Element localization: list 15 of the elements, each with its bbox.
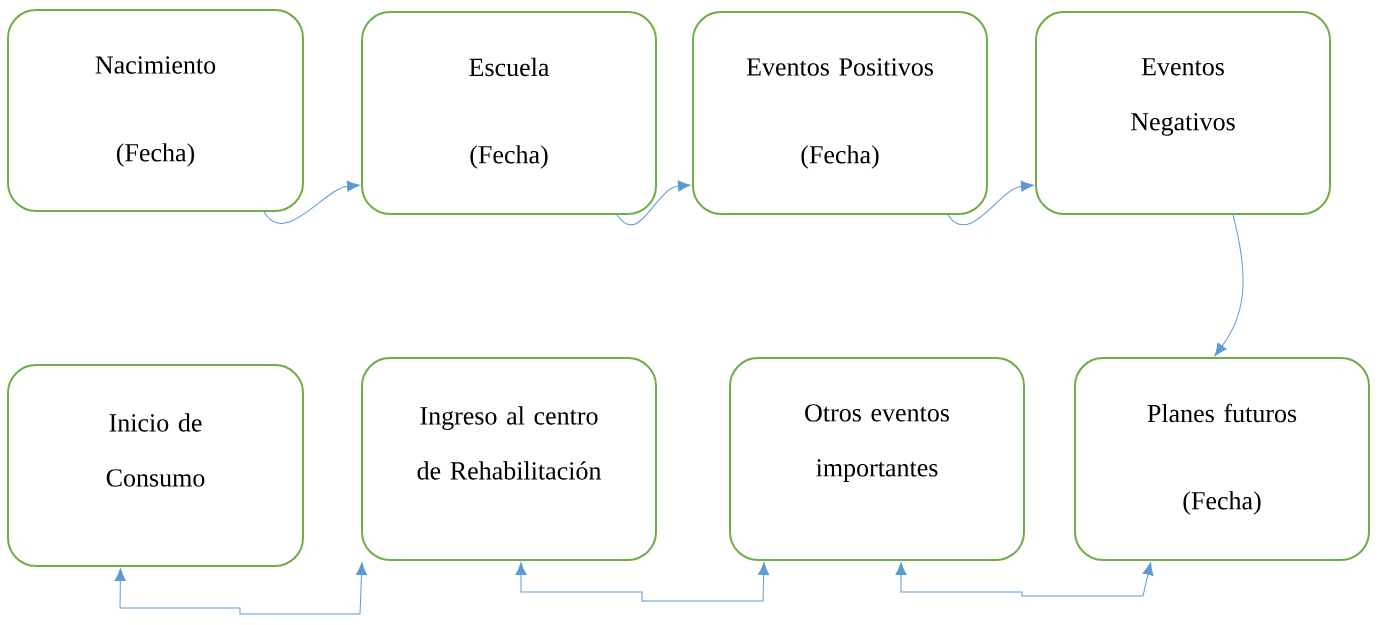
- process-box: Ingreso al centro de Rehabilitación: [361, 357, 657, 561]
- process-box: Escuela (Fecha): [361, 11, 657, 215]
- process-box: Inicio de Consumo: [7, 364, 304, 567]
- arrow: [263, 180, 360, 224]
- process-box: Planes futuros (Fecha): [1074, 357, 1370, 561]
- process-box: Eventos Positivos (Fecha): [692, 11, 988, 215]
- process-box: Eventos Negativos: [1035, 11, 1331, 215]
- arrow: [114, 562, 368, 615]
- process-box: Nacimiento (Fecha): [7, 9, 304, 212]
- arrow: [895, 562, 1154, 597]
- arrow: [616, 180, 691, 226]
- arrow: [947, 180, 1034, 226]
- process-box: Otros eventos importantes: [729, 357, 1025, 561]
- arrow: [515, 562, 770, 602]
- arrow: [1214, 214, 1244, 357]
